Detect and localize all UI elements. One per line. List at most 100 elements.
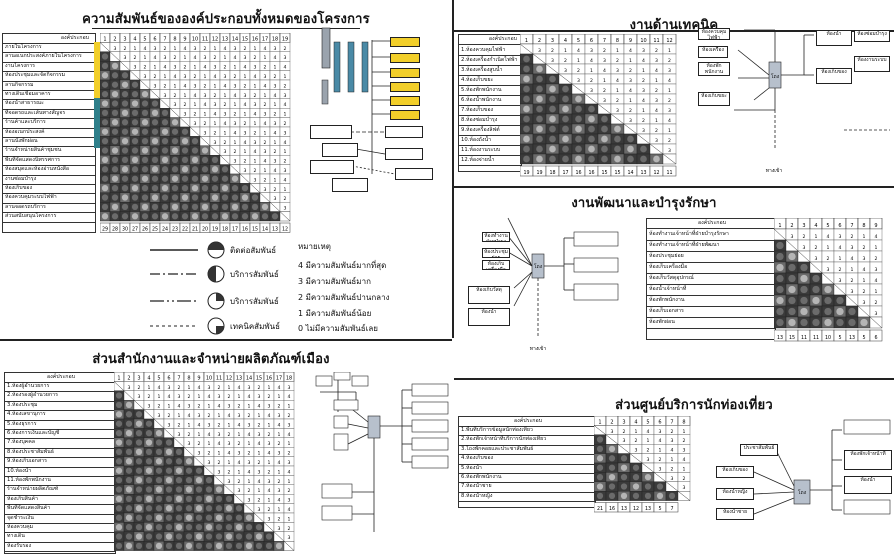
diagonal-line [809, 261, 823, 274]
diagram-box: ห้องประชุมย่อย [482, 248, 510, 258]
relation-mark [627, 135, 634, 143]
value-number: 4 [184, 83, 187, 89]
relation-mark [161, 166, 169, 173]
relation-mark [215, 495, 223, 503]
relation-mark [181, 128, 189, 135]
value-number: 1 [655, 118, 658, 124]
list-item: ห้องสมุดและห้องอ่านหนังสือ [3, 165, 95, 176]
total-value: 18 [549, 170, 555, 176]
legend-label-3: บริการสัมพันธ์ [230, 296, 279, 306]
value-number: 1 [278, 394, 281, 400]
diagonal-line [243, 503, 255, 514]
relation-mark [101, 213, 109, 220]
value-number: 4 [154, 55, 157, 61]
relation-mark [171, 175, 179, 182]
list-item: ร้านจำหน่ายสินค้าชุมชน [3, 146, 95, 157]
value-number: 2 [839, 267, 842, 273]
relation-mark [135, 429, 143, 437]
relation-mark [181, 147, 189, 154]
relation-mark [211, 166, 219, 173]
value-number: 1 [258, 488, 261, 494]
value-number: 1 [258, 413, 261, 419]
diagonal-line [279, 211, 291, 222]
value-number: 3 [284, 130, 287, 136]
value-number: 2 [204, 46, 207, 52]
header-number: 6 [590, 38, 593, 44]
relation-mark [121, 166, 129, 173]
value-number: 2 [629, 108, 632, 114]
value-number: 4 [659, 438, 662, 444]
value-number: 3 [278, 451, 281, 457]
relation-mark [231, 194, 239, 201]
header-number: 14 [246, 375, 252, 381]
value-number: 1 [214, 46, 217, 52]
value-number: 2 [234, 74, 237, 80]
relation-mark [141, 166, 149, 173]
value-number: 3 [551, 58, 554, 64]
value-number: 2 [655, 48, 658, 54]
value-number: 1 [863, 278, 866, 284]
total-value: 19 [212, 226, 218, 232]
relation-mark [235, 514, 243, 521]
value-number: 2 [254, 168, 257, 174]
relation-mark [115, 514, 123, 521]
value-number: 1 [629, 58, 632, 64]
relation-mark [175, 495, 183, 503]
diagonal-line [109, 51, 121, 62]
value-number: 3 [234, 121, 237, 127]
total-value: 10 [825, 335, 831, 341]
value-number: 3 [174, 102, 177, 108]
list-item: 6.ห้องการเงินและบัญชี [5, 429, 115, 440]
relation-mark [175, 523, 183, 531]
list-item: 7.ห้องเก็บของ [459, 105, 521, 116]
relation-mark [562, 115, 569, 123]
relation-mark [145, 495, 153, 503]
relation-mark [191, 175, 199, 182]
diagonal-line [845, 294, 859, 307]
value-number: 2 [218, 385, 221, 391]
value-number: 2 [248, 451, 251, 457]
value-number: 4 [616, 78, 619, 84]
relation-mark [125, 514, 133, 521]
value-number: 4 [158, 385, 161, 391]
diagram-box: ห้องเก็บของ [816, 68, 852, 84]
relation-mark [221, 203, 229, 211]
diagonal-line [249, 183, 261, 193]
relation-mark [125, 495, 133, 503]
relation-mark [848, 307, 856, 316]
relation-mark [562, 145, 569, 153]
value-number: 4 [268, 451, 271, 457]
relation-mark [632, 483, 640, 490]
list-item: ห้องพักผ่อน [647, 317, 775, 329]
diagonal-line [665, 481, 679, 492]
relation-mark [788, 285, 796, 294]
total-value: 24 [162, 226, 168, 232]
value-number: 3 [204, 130, 207, 136]
total-value: 13 [621, 506, 627, 512]
relation-mark [141, 203, 149, 211]
relation-mark [523, 115, 530, 123]
header-number: 3 [137, 375, 140, 381]
relation-mark [101, 147, 109, 154]
value-number: 3 [863, 256, 866, 262]
diagonal-line [193, 456, 205, 467]
total-value: 15 [601, 170, 607, 176]
relation-mark [620, 464, 628, 471]
relation-mark [860, 318, 868, 327]
diag-box-1 [390, 37, 420, 47]
relation-mark [101, 137, 109, 145]
header-number: 3 [123, 36, 126, 42]
value-number: 1 [254, 159, 257, 165]
value-number: 3 [238, 488, 241, 494]
value-number: 2 [244, 159, 247, 165]
relation-mark [523, 145, 530, 153]
value-number: 3 [655, 138, 658, 144]
relation-mark [135, 439, 143, 446]
header-number: 18 [272, 36, 278, 42]
relation-mark [195, 467, 203, 474]
priority-0: 0 ไม่มีความสัมพันธ์เลย [298, 324, 378, 333]
value-number: 4 [268, 413, 271, 419]
header-number: 1 [103, 36, 106, 42]
value-number: 3 [248, 385, 251, 391]
